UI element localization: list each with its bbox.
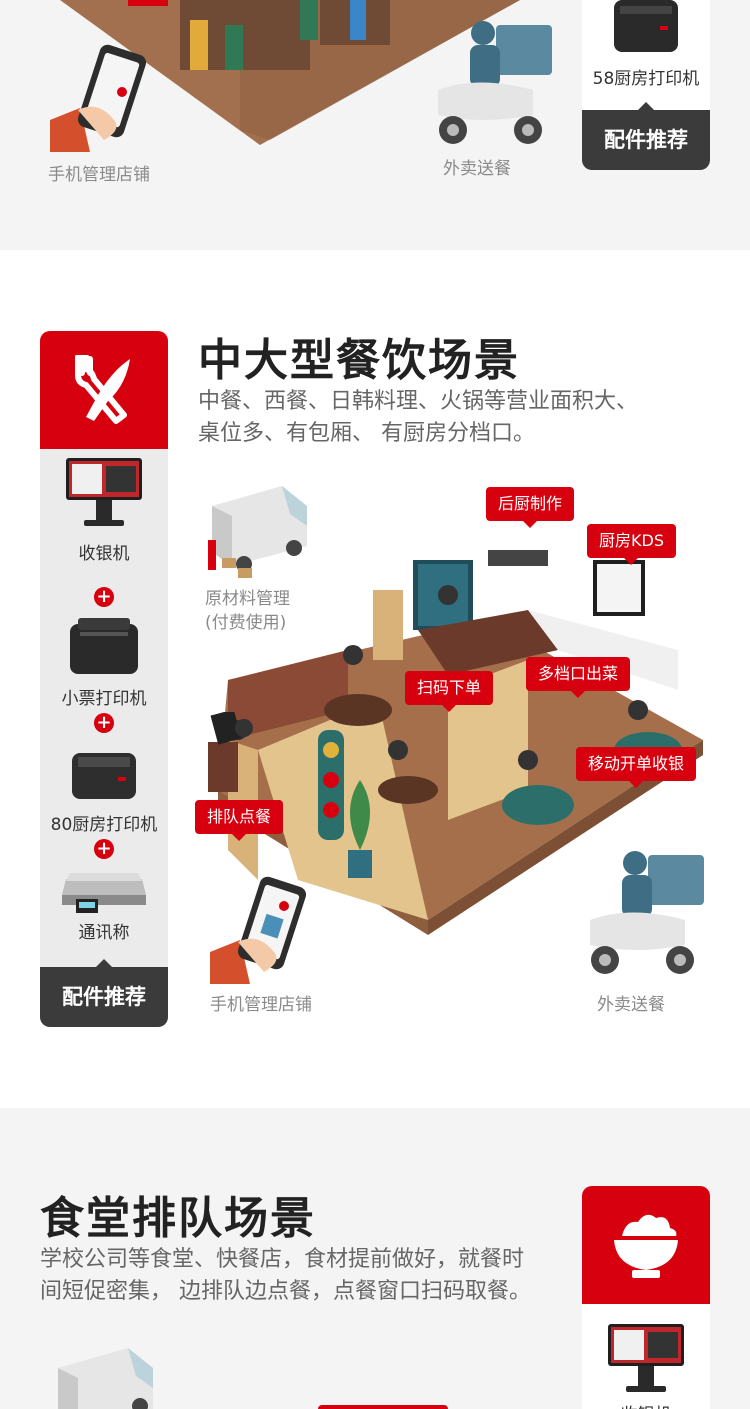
phone-manage-label: 手机管理店铺 (48, 165, 150, 185)
delivery-scooter-icon (590, 851, 704, 974)
scene-description-line: 间短促密集， 边排队边点餐，点餐窗口扫码取餐。 (40, 1279, 531, 1304)
phone-manage-label: 手机管理店铺 (210, 995, 312, 1015)
accessory-recommend-footer: 配件推荐 (582, 102, 710, 170)
scene-description-line: 中餐、西餐、日韩料理、火锅等营业面积大、 (198, 389, 639, 414)
accessory-name: 收银机 (78, 544, 130, 564)
plus-icon: + (94, 713, 114, 733)
cashier-machine-icon (66, 458, 142, 526)
scene-description: 中餐、西餐、日韩料理、火锅等营业面积大、 桌位多、有包厢、 有厨房分档口。 (198, 386, 718, 450)
accessory-column-top: 58厨房打印机 配件推荐 (582, 0, 710, 170)
delivery-scooter-icon (438, 21, 552, 144)
scene-description: 学校公司等食堂、快餐店，食材提前做好，就餐时 间短促密集， 边排队边点餐，点餐窗… (40, 1244, 580, 1308)
fork-knife-icon (75, 355, 130, 424)
tag-fragment (318, 1405, 448, 1409)
cashier-machine-icon (608, 1324, 684, 1392)
queue-kiosk-icon (208, 712, 253, 792)
accessory-name: 小票打印机 (61, 689, 147, 709)
communication-scale-icon (62, 873, 146, 913)
tag-mobile-cashier: 移动开单收银 (576, 747, 697, 788)
scene-description-line: 桌位多、有包厢、 有厨房分档口。 (198, 421, 535, 446)
scene-description-line: 学校公司等食堂、快餐店，食材提前做好，就餐时 (40, 1247, 525, 1272)
rice-bowl-icon (614, 1214, 678, 1278)
kitchen-printer-80-icon (72, 753, 136, 799)
phone-hand-icon (210, 876, 307, 984)
accessory-column: 收银机 + 小票打印机 + 80厨房打印机 + 通讯称 配件推荐 (40, 331, 168, 1027)
restaurant-floor-illustration (60, 0, 520, 145)
tag-back-kitchen: 后厨制作 (486, 487, 575, 528)
tag-queue-order: 排队点餐 (195, 800, 284, 841)
tag-multi-stall: 多档口出菜 (526, 657, 631, 698)
scene-section-small: 手机管理店铺 外卖送餐 58厨房打印机 配件推荐 (0, 0, 750, 250)
scene-title: 食堂排队场景 (40, 1193, 316, 1244)
plus-icon: + (94, 839, 114, 859)
accessory-recommend-footer: 配件推荐 (40, 959, 168, 1027)
raw-material-title: 原材料管理 (205, 589, 290, 609)
accessory-name: 收银机 (582, 1400, 710, 1409)
delivery-van-icon (208, 486, 307, 578)
scene-title: 中大型餐饮场景 (198, 335, 520, 386)
accessory-name: 80厨房打印机 (50, 815, 158, 835)
delivery-van-icon (58, 1348, 153, 1409)
receipt-printer-icon (70, 618, 138, 674)
accessory-column: 收银机 (582, 1186, 710, 1409)
raw-material-note: (付费使用) (205, 613, 287, 633)
tag-kitchen-kds: 厨房KDS (587, 524, 676, 565)
scene-section-large: 收银机 + 小票打印机 + 80厨房打印机 + 通讯称 配件推荐 中大型餐 (0, 250, 750, 1108)
scene-icon-tile (40, 331, 168, 449)
scene-section-canteen: 食堂排队场景 学校公司等食堂、快餐店，食材提前做好，就餐时 间短促密集， 边排队… (0, 1108, 750, 1409)
plus-icon: + (94, 587, 114, 607)
delivery-label: 外卖送餐 (597, 995, 665, 1015)
kitchen-printer-icon (614, 0, 678, 52)
raw-material-label: 原材料管理 (付费使用) (205, 587, 290, 635)
delivery-label: 外卖送餐 (443, 159, 511, 179)
scene-icon-tile (582, 1186, 710, 1304)
accessory-name: 通讯称 (78, 923, 130, 943)
phone-hand-icon (50, 44, 147, 152)
tag-scan-order: 扫码下单 (405, 671, 494, 712)
accessory-name: 58厨房打印机 (592, 69, 700, 89)
